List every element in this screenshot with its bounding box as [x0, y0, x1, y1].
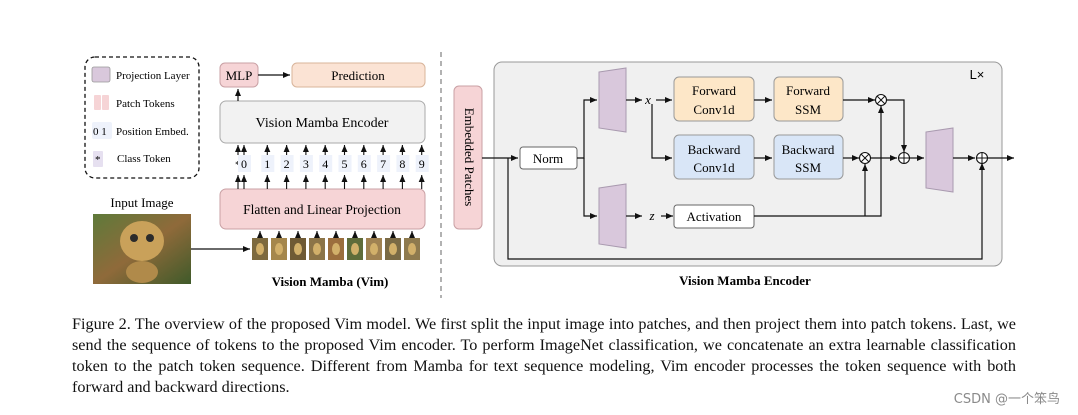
patch-strip: [252, 231, 420, 260]
class-token-sample: *: [95, 154, 101, 166]
residual-add-node: [975, 151, 989, 165]
forward-ssm-line1: Forward: [786, 83, 831, 98]
encoder-title: Vision Mamba Encoder: [679, 273, 811, 288]
class-token-swatch: [93, 151, 103, 167]
position-token-bg: [396, 155, 410, 172]
legend-class-label: Class Token: [117, 153, 171, 165]
projection-layer-swatch: [91, 66, 111, 83]
input-image-label: Input Image: [110, 195, 173, 210]
forward-multiply-node: [874, 93, 888, 107]
csdn-watermark: CSDN @一个笨鸟: [953, 392, 1060, 407]
class-token: *: [235, 159, 241, 171]
x-projection-layer: [598, 67, 627, 133]
norm-to-x-proj-arrow: [577, 97, 597, 159]
sum-node: [897, 151, 911, 165]
legend: Projection Layer Patch Tokens 0 1 Positi…: [84, 56, 200, 179]
position-token: 9: [419, 157, 425, 171]
forward-ssm-line2: SSM: [795, 102, 821, 117]
output-projection-layer: [925, 127, 954, 193]
activation-to-forward-gate-arrow: [754, 106, 884, 217]
position-token: 8: [399, 157, 405, 171]
position-embed-sample: 0 1: [93, 126, 107, 138]
vim-encoder-detail: Embedded Patches L× Norm x z Forward Con…: [453, 61, 1014, 288]
legend-position-label: Position Embed.: [116, 126, 189, 138]
image-patch-detail: [370, 243, 378, 255]
legend-frame: [84, 56, 200, 179]
snake-eye-left: [130, 234, 138, 242]
position-token-bg: [338, 155, 352, 172]
x-to-backward-conv-arrow: [651, 104, 672, 161]
vim-overview: Input Image Flatten and Linear Projectio…: [93, 62, 429, 289]
vision-mamba-encoder-label: Vision Mamba Encoder: [256, 116, 389, 131]
flatten-projection-box: [219, 188, 426, 230]
figure-caption: Figure 2. The overview of the proposed V…: [72, 315, 1016, 396]
forward-conv1d-line1: Forward: [692, 83, 737, 98]
position-token: 4: [322, 157, 328, 171]
vision-mamba-encoder-box: [219, 100, 426, 144]
position-token-bg: [319, 155, 333, 172]
backward-ssm-line2: SSM: [795, 160, 821, 175]
backward-conv1d-line1: Backward: [688, 142, 741, 157]
norm-label: Norm: [533, 151, 563, 166]
position-token-bg: [261, 155, 275, 172]
position-embed-swatch: [92, 122, 112, 139]
position-token-bg: [415, 155, 429, 172]
vim-title: Vision Mamba (Vim): [272, 274, 389, 289]
position-token: 5: [342, 157, 348, 171]
legend-patch-label: Patch Tokens: [116, 98, 175, 110]
patch-token-swatch-b: [102, 95, 109, 110]
image-patch-detail: [256, 243, 264, 255]
backward-conv1d-box: [673, 134, 755, 180]
x-label: x: [644, 92, 651, 107]
figure-diagram: Projection Layer Patch Tokens 0 1 Positi…: [84, 52, 1014, 298]
prediction-label: Prediction: [331, 68, 385, 83]
snake-head: [120, 221, 164, 261]
image-patch-detail: [351, 243, 359, 255]
image-patch-detail: [332, 243, 340, 255]
image-patch-detail: [389, 243, 397, 255]
backward-conv1d-line2: Conv1d: [693, 160, 735, 175]
position-token: 3: [303, 157, 309, 171]
position-token-bg: [377, 155, 391, 172]
image-patch-detail: [294, 243, 302, 255]
patch-token-swatch-a: [94, 95, 101, 110]
residual-skip-line: [507, 158, 985, 260]
activation-label: Activation: [687, 209, 742, 224]
image-patch-detail: [313, 243, 321, 255]
forward-to-sum-arrow: [887, 99, 907, 152]
snake-eye-right: [146, 234, 154, 242]
snake-body: [126, 261, 158, 283]
position-token-bg: [280, 155, 294, 172]
forward-conv1d-box: [673, 76, 755, 122]
backward-multiply-node: [858, 151, 872, 165]
position-token: 1: [264, 157, 270, 171]
norm-to-z-proj-arrow: [583, 158, 597, 219]
position-token-bg: [357, 155, 371, 172]
repeat-label: L×: [970, 67, 985, 82]
forward-conv1d-line2: Conv1d: [693, 102, 735, 117]
position-token: 6: [361, 157, 367, 171]
mlp-label: MLP: [226, 68, 253, 83]
position-token: 2: [284, 157, 290, 171]
backward-ssm-box: [773, 134, 844, 180]
position-token-bg: [299, 155, 313, 172]
backward-ssm-line1: Backward: [782, 142, 835, 157]
embedded-patches-label: Embedded Patches: [462, 108, 477, 207]
image-patch-detail: [275, 243, 283, 255]
image-patch-detail: [408, 243, 416, 255]
flatten-projection-label: Flatten and Linear Projection: [243, 202, 401, 217]
position-token: 7: [380, 157, 386, 171]
prediction-box: [291, 62, 426, 88]
position-token-bg: [238, 155, 251, 172]
legend-projection-label: Projection Layer: [116, 70, 190, 82]
z-projection-layer: [598, 183, 627, 249]
z-label: z: [648, 208, 654, 223]
forward-ssm-box: [773, 76, 844, 122]
position-token: 0: [241, 157, 247, 171]
